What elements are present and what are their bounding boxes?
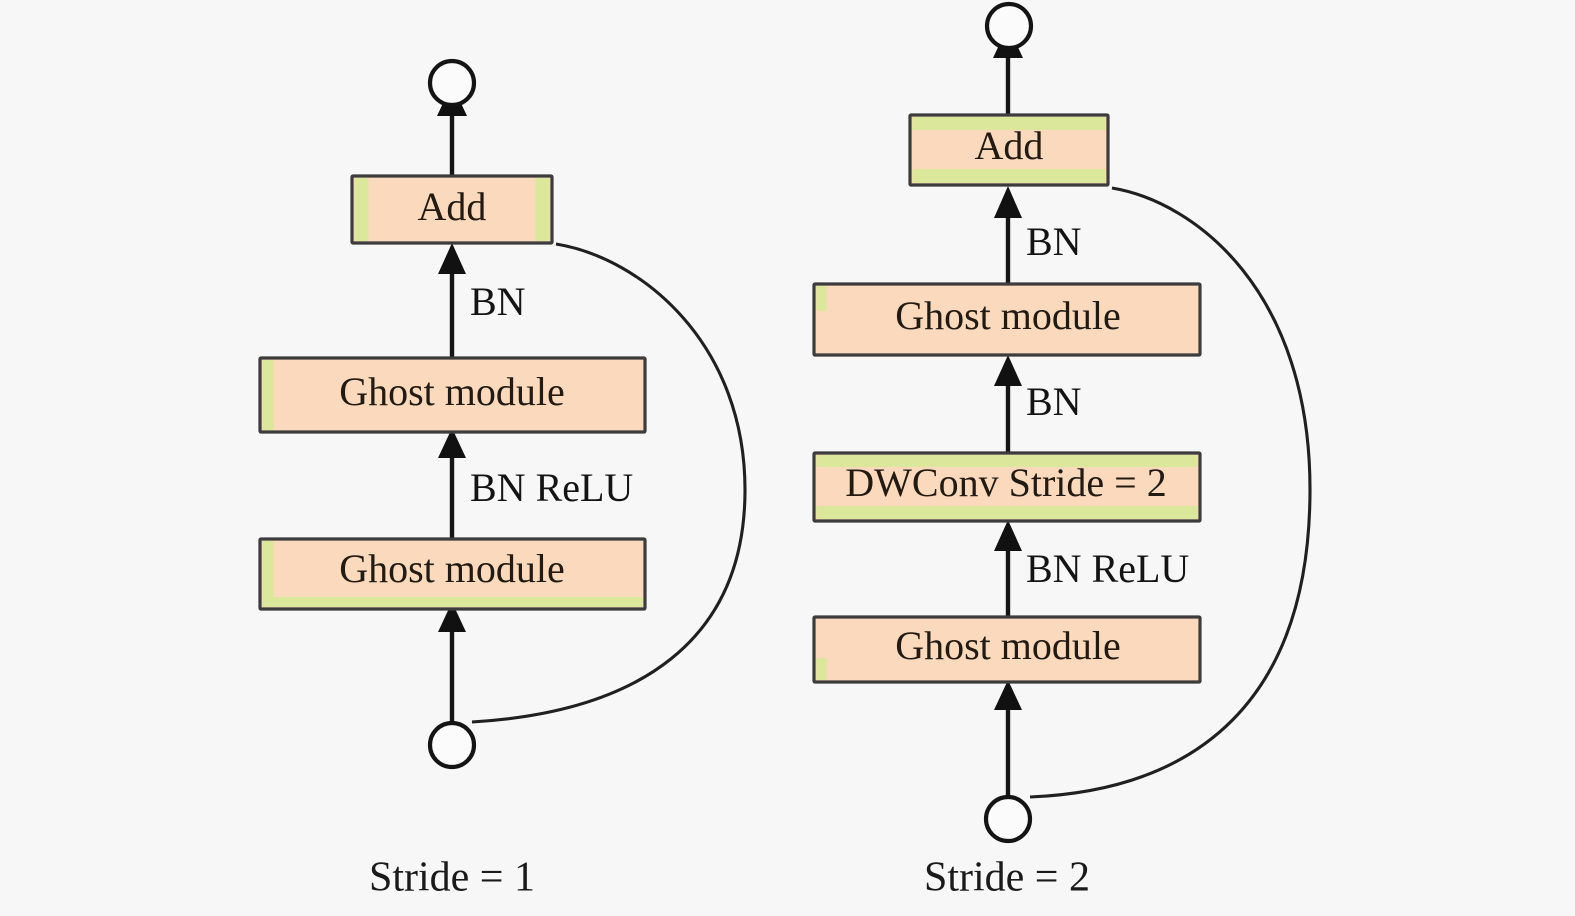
right-skip-connection-curve xyxy=(1029,186,1312,799)
right-dwconv-box: DWConv Stride = 2 xyxy=(812,451,1202,523)
right-ghost-module-upper-label: Ghost module xyxy=(895,293,1121,338)
right-bn-top-label: BN xyxy=(1026,219,1082,264)
right-input-node xyxy=(983,794,1033,844)
right-add-box: Add xyxy=(908,113,1110,187)
left-bn-relu-label: BN ReLU xyxy=(470,465,633,510)
left-input-node xyxy=(427,720,477,770)
left-skip-connection-curve xyxy=(471,242,747,724)
right-arrowhead-into-dwconv xyxy=(994,520,1022,551)
left-arrowhead-into-ghost-upper xyxy=(438,428,466,458)
stride-2-caption: Stride = 2 xyxy=(924,855,1090,901)
left-ghost-module-upper-box: Ghost module xyxy=(258,356,647,434)
right-arrowhead-into-ghost-upper xyxy=(994,355,1022,386)
right-add-label: Add xyxy=(975,123,1044,168)
right-bn-mid-label: BN xyxy=(1026,379,1082,424)
stride-1-diagram-group: Add Ghost module Ghost module BN BN ReLU… xyxy=(258,58,747,901)
left-arrowhead-into-ghost-lower xyxy=(438,602,466,632)
left-bn-label: BN xyxy=(470,279,526,324)
left-ghost-module-upper-label: Ghost module xyxy=(339,369,565,414)
left-ghost-module-lower-label: Ghost module xyxy=(339,546,565,591)
left-output-node xyxy=(427,58,477,108)
left-add-box: Add xyxy=(350,174,554,245)
right-arrowhead-into-ghost-lower xyxy=(994,680,1022,710)
right-ghost-module-lower-box: Ghost module xyxy=(812,615,1202,684)
right-dwconv-label: DWConv Stride = 2 xyxy=(845,460,1166,505)
right-ghost-module-upper-box: Ghost module xyxy=(812,282,1202,357)
left-arrowhead-into-add xyxy=(438,243,466,274)
right-output-node xyxy=(984,1,1034,51)
right-arrowhead-into-add xyxy=(994,186,1022,218)
right-ghost-module-lower-label: Ghost module xyxy=(895,623,1121,668)
left-ghost-module-lower-box: Ghost module xyxy=(258,537,647,611)
left-add-label: Add xyxy=(418,184,487,229)
stride-1-caption: Stride = 1 xyxy=(369,855,535,901)
stride-2-diagram-group: Add Ghost module DWConv Stride = 2 Ghost… xyxy=(812,1,1312,901)
right-bn-relu-label: BN ReLU xyxy=(1026,546,1189,591)
